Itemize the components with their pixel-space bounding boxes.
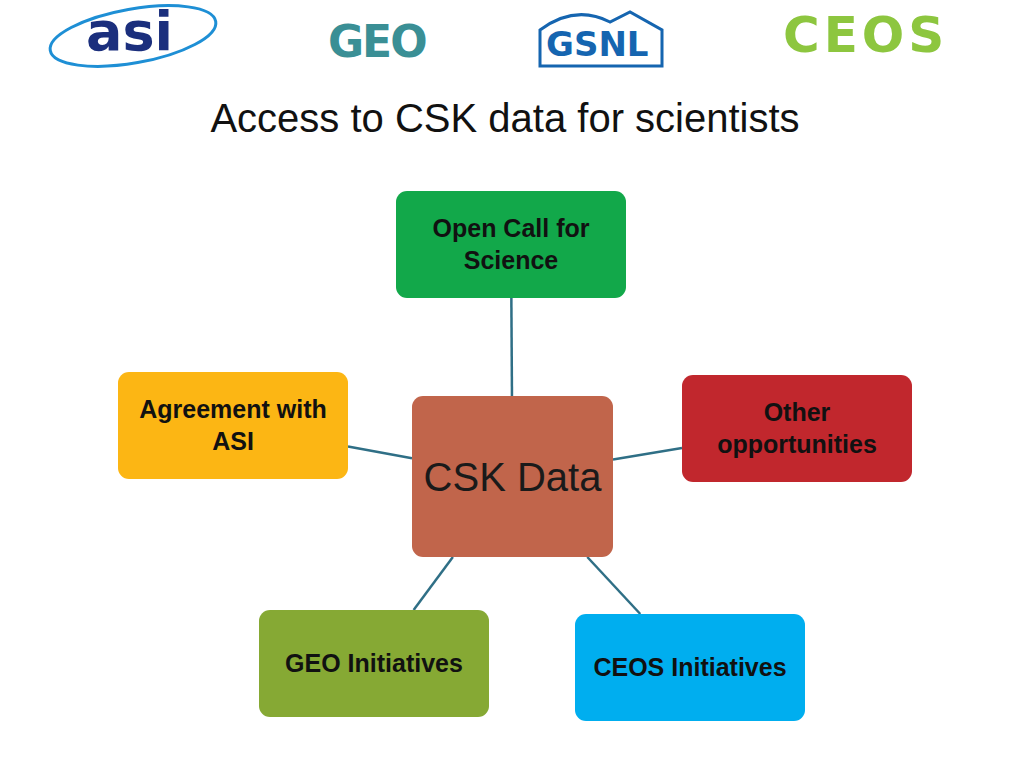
logo-label: asi (86, 0, 173, 63)
source-box: Agreement with ASI (118, 372, 348, 479)
connector-line (587, 557, 640, 614)
source-box: Other opportunities (682, 375, 912, 482)
node-label: GEO Initiatives (285, 648, 463, 679)
logo-label: GSNL (546, 24, 649, 64)
logo-ring (46, 0, 221, 77)
logo-outline (540, 12, 662, 66)
diagram-title: Access to CSK data for scientists (0, 96, 1010, 141)
node-label: CSK Data (424, 453, 602, 501)
hub-box: CSK Data (412, 396, 613, 557)
connector-line (510, 298, 513, 396)
node-label: Open Call for Science (406, 213, 616, 276)
logo-label: GEO (328, 16, 426, 67)
node-label: Other opportunities (692, 397, 902, 460)
logo-label: CEOS (783, 6, 948, 64)
source-box: Open Call for Science (396, 191, 626, 298)
connector-line (613, 448, 682, 460)
node-label: CEOS Initiatives (593, 652, 786, 683)
connector-line (348, 446, 412, 458)
node-label: Agreement with ASI (128, 394, 338, 457)
source-box: GEO Initiatives (259, 610, 489, 717)
source-box: CEOS Initiatives (575, 614, 805, 721)
connector-line (414, 557, 453, 610)
